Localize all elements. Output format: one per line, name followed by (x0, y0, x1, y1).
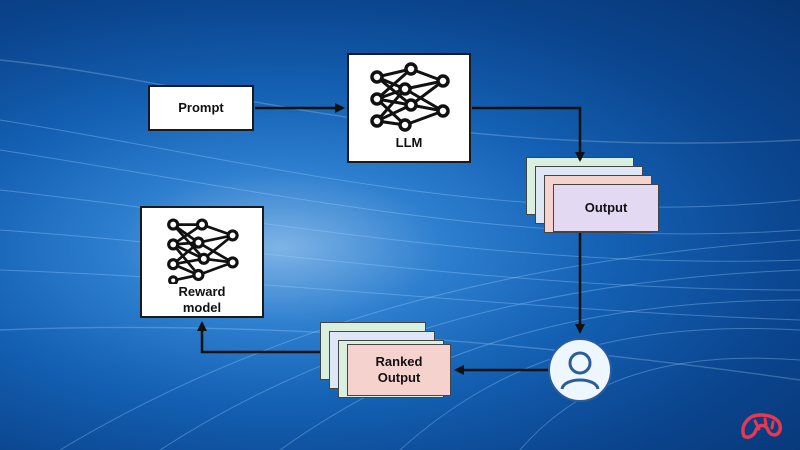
llm-box: LLM (347, 53, 471, 163)
prompt-box: Prompt (148, 85, 254, 131)
ranked-card-front: Ranked Output (347, 344, 451, 396)
arrow-ranked-to-reward (197, 321, 320, 354)
ranked-output-label: Ranked Output (375, 354, 423, 385)
neural-network-icon (167, 218, 239, 284)
llm-label: LLM (395, 135, 423, 150)
reward-model-label: Reward model (178, 284, 226, 315)
neural-network-icon (370, 62, 450, 132)
output-label: Output (584, 200, 628, 215)
prompt-label: Prompt (178, 100, 224, 115)
arrow-llm-to-output (472, 106, 585, 162)
user-icon (548, 338, 612, 402)
reward-model-box: Reward model (140, 206, 264, 318)
brain-logo-icon (741, 413, 782, 439)
output-card-front: Output (553, 184, 659, 232)
